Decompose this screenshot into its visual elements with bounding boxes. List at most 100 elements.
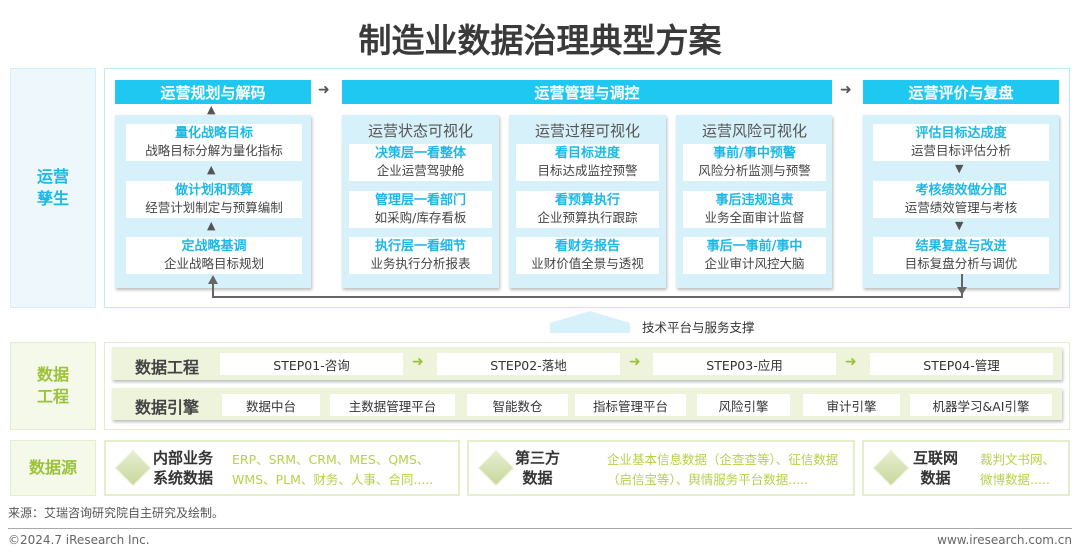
management-card: 看财务报告业财价值全景与透视 — [516, 237, 659, 274]
data-source-desc: 企业基本信息数据（企查查等）、征信数据 （启信宝等）、舆情服务平台数据..... — [607, 450, 838, 490]
data-source-box — [467, 440, 855, 496]
card-title: 量化战略目标 — [174, 126, 253, 141]
card-desc: 风险分析监测与预警 — [698, 163, 811, 178]
support-label: 技术平台与服务支撑 — [642, 320, 755, 335]
management-card: 决策层一看整体企业运营驾驶舱 — [349, 144, 492, 181]
card-desc: 如采购/库存看板 — [374, 210, 467, 225]
engineering-container — [104, 342, 1070, 430]
page-title: 制造业数据治理典型方案 — [358, 21, 722, 60]
footer-divider — [8, 528, 1072, 529]
card-desc: 目标达成监控预警 — [537, 163, 638, 178]
management-card: 事前/事中预警风险分析监测与预警 — [683, 144, 826, 181]
arrow-down-icon: ▼ — [955, 219, 964, 232]
side-label-text: 数据工程 — [36, 365, 69, 406]
arrow-up-icon: ▲ — [207, 103, 216, 116]
arrow-down-icon: ▼ — [955, 162, 964, 175]
engineering-step: STEP02-落地 — [437, 353, 620, 375]
card-title: 做计划和预算 — [174, 183, 253, 198]
title-line: 数据 — [522, 469, 553, 487]
evaluation-card: 考核绩效做分配运营绩效管理与考核 — [873, 181, 1049, 218]
header-evaluation: 运营评价与复盘 — [863, 80, 1059, 104]
card-desc: 战略目标分解为量化指标 — [145, 143, 283, 158]
card-title: 管理层一看部门 — [374, 193, 466, 208]
desc-line: ERP、SRM、CRM、MES、QMS、 — [232, 452, 430, 467]
arrow-right-icon: ➜ — [318, 82, 330, 98]
source-note: 来源：艾瑞咨询研究院自主研究及绘制。 — [8, 506, 225, 520]
card-title: 事后违规追责 — [715, 193, 794, 208]
management-card: 事后违规追责业务全面审计监督 — [683, 191, 826, 228]
engineering-step: STEP03-应用 — [653, 353, 836, 375]
operations-container — [104, 68, 1070, 308]
engine-item: 机器学习&AI引擎 — [910, 394, 1052, 416]
desc-line: WMS、PLM、财务、人事、合同..... — [232, 472, 434, 487]
desc-line: 企业基本信息数据（企查查等）、征信数据 — [607, 452, 839, 467]
data-source-desc: 裁判文书网、微博数据..... — [980, 450, 1055, 490]
data-source-desc: ERP、SRM、CRM、MES、QMS、 WMS、PLM、财务、人事、合同....… — [232, 450, 433, 490]
card-title: 事前/事中预警 — [713, 146, 796, 161]
card-desc: 经营计划制定与预算编制 — [145, 200, 283, 215]
desc-line: 微博数据..... — [980, 472, 1050, 487]
website-url: www.iresearch.com.cn — [937, 533, 1072, 547]
title-line: 互联网 — [913, 449, 959, 467]
card-desc: 企业审计风控大脑 — [704, 256, 805, 271]
card-desc: 业务执行分析报表 — [370, 256, 471, 271]
copyright: ©2024.7 iResearch Inc. — [8, 533, 150, 547]
management-card: 管理层一看部门如采购/库存看板 — [349, 191, 492, 228]
desc-line: （启信宝等）、舆情服务平台数据..... — [607, 472, 809, 487]
side-label-ops: 运营孳生 — [10, 68, 96, 308]
title-line: 内部业务 — [153, 449, 214, 467]
card-desc: 企业预算执行跟踪 — [537, 210, 638, 225]
card-desc: 运营绩效管理与考核 — [904, 200, 1018, 215]
card-title: 定战略基调 — [181, 239, 247, 254]
header-planning: 运营规划与解码 — [115, 80, 311, 104]
arrow-up-icon: ▲ — [207, 219, 216, 232]
management-card: 看目标进度目标达成监控预警 — [516, 144, 659, 181]
card-title: 评估目标达成度 — [915, 126, 1007, 141]
title-line: 第三方 — [515, 449, 561, 467]
card-desc: 目标复盘分析与调优 — [904, 256, 1018, 271]
card-desc: 业财价值全景与透视 — [531, 256, 644, 271]
card-title: 结果复盘与改进 — [915, 239, 1007, 254]
engine-label: 数据引擎 — [135, 398, 200, 417]
evaluation-card: 评估目标达成度运营目标评估分析 — [873, 124, 1049, 161]
engine-item: 风险引擎 — [697, 394, 790, 416]
side-label-text: 数据源 — [28, 458, 77, 477]
arrow-right-icon: ➜ — [629, 354, 641, 370]
engine-item: 智能数仓 — [467, 394, 568, 416]
card-desc: 业务全面审计监督 — [704, 210, 805, 225]
engine-item: 指标管理平台 — [575, 394, 686, 416]
planning-card: 量化战略目标战略目标分解为量化指标 — [126, 124, 302, 161]
planning-card: 定战略基调企业战略目标规划 — [126, 237, 302, 274]
data-source-title: 第三方数据 — [515, 448, 560, 488]
management-column-title: 运营风险可视化 — [701, 122, 807, 140]
card-title: 看财务报告 — [554, 239, 620, 254]
data-source-title: 内部业务系统数据 — [153, 448, 213, 488]
card-desc: 运营目标评估分析 — [910, 143, 1011, 158]
title-line: 数据 — [920, 469, 951, 487]
side-label-text: 运营孳生 — [36, 167, 69, 208]
title-line: 系统数据 — [153, 469, 214, 487]
evaluation-card: 结果复盘与改进目标复盘分析与调优 — [873, 237, 1049, 274]
card-title: 决策层一看整体 — [374, 146, 466, 161]
engine-item: 主数据管理平台 — [330, 394, 455, 416]
desc-line: 裁判文书网、 — [980, 452, 1056, 467]
engineering-step: STEP01-咨询 — [220, 353, 403, 375]
engine-item: 数据中台 — [222, 394, 320, 416]
management-card: 事后一事前/事中企业审计风控大脑 — [683, 237, 826, 274]
card-title: 看预算执行 — [554, 193, 620, 208]
arrow-right-icon: ➜ — [840, 82, 852, 98]
card-title: 考核绩效做分配 — [915, 183, 1007, 198]
engine-item: 审计引擎 — [803, 394, 900, 416]
management-column-title: 运营过程可视化 — [534, 122, 640, 140]
engineering-step: STEP04-管理 — [870, 353, 1053, 375]
side-label-engineering: 数据工程 — [10, 342, 96, 430]
arrow-right-icon: ➜ — [845, 354, 857, 370]
engineering-label: 数据工程 — [135, 358, 200, 377]
data-source-box — [104, 440, 460, 496]
support-up-arrow-icon — [550, 311, 630, 333]
card-desc: 企业运营驾驶舱 — [376, 163, 465, 178]
arrow-right-icon: ➜ — [412, 354, 424, 370]
management-card: 看预算执行企业预算执行跟踪 — [516, 191, 659, 228]
card-desc: 企业战略目标规划 — [163, 256, 264, 271]
data-source-title: 互联网数据 — [913, 448, 958, 488]
